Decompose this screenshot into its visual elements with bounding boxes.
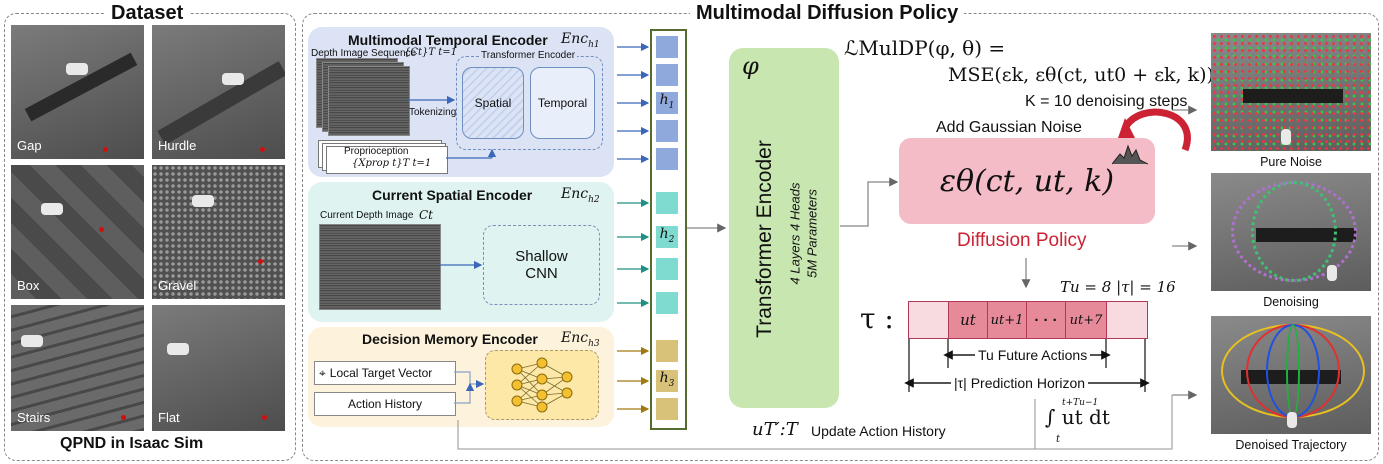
token-h1: h1 bbox=[656, 92, 678, 114]
action-history-label: Action History bbox=[347, 397, 423, 411]
integral-lower-limit: t bbox=[1056, 434, 1061, 445]
integral-upper-limit: t+Tu−1 bbox=[1062, 398, 1099, 408]
terrain-label-stairs: Stairs bbox=[17, 410, 51, 425]
output-label-denoising: Denoising bbox=[1263, 295, 1319, 309]
spatial-block: Spatial bbox=[462, 67, 524, 139]
phi-symbol: φ bbox=[742, 52, 759, 80]
terrain-label-hurdle: Hurdle bbox=[158, 138, 197, 153]
tau-pad-left bbox=[908, 301, 950, 339]
gaussian-noise-label: Add Gaussian Noise bbox=[936, 119, 1082, 136]
token-h2: h2 bbox=[656, 226, 678, 248]
tau-symbol: τ : bbox=[860, 302, 894, 335]
depth-sequence-frame-1 bbox=[328, 66, 410, 136]
proprio-symbol: {Xprop t}T t=1 bbox=[352, 158, 432, 169]
spatial-enc-symbol: Ench2 bbox=[561, 186, 600, 205]
denoising-steps-label: K = 10 denoising steps bbox=[1025, 93, 1188, 110]
terrain-stairs-image: Stairs bbox=[11, 305, 144, 431]
token-gold-1 bbox=[656, 340, 678, 362]
token-blue-3 bbox=[656, 120, 678, 142]
policy-title: Multimodal Diffusion Policy bbox=[690, 2, 965, 25]
dataset-title: Dataset bbox=[105, 2, 190, 25]
token-teal-3 bbox=[656, 292, 678, 314]
token-gold-2 bbox=[656, 398, 678, 420]
diffusion-model-block: εθ(ct, ut, k) bbox=[899, 138, 1155, 224]
depth-sequence-label: Depth Image Sequence bbox=[311, 48, 417, 59]
noise-distribution-icon bbox=[1112, 144, 1148, 165]
shallow-cnn-block: Shallow CNN bbox=[483, 225, 600, 305]
denoising-image bbox=[1211, 173, 1371, 291]
tau-cell-dots: · · · bbox=[1026, 301, 1066, 339]
location-pin-icon: ⌖ bbox=[319, 365, 326, 380]
dataset-caption: QPND in Isaac Sim bbox=[60, 435, 204, 452]
transformer-title: Transformer Encoder bbox=[753, 140, 776, 338]
token-blue-2 bbox=[656, 64, 678, 86]
transformer-sub2: 5M Parameters bbox=[804, 189, 820, 278]
shallow-cnn-line1: Shallow bbox=[515, 248, 568, 265]
diffusion-formula: εθ(ct, ut, k) bbox=[939, 163, 1115, 199]
diffusion-policy-label: Diffusion Policy bbox=[957, 230, 1087, 251]
terrain-gravel-image: Gravel bbox=[152, 165, 285, 299]
transformer-sub1: 4 Layers 4 Heads bbox=[787, 182, 803, 285]
transformer-encoder-block bbox=[729, 48, 839, 408]
output-label-denoised-trajectory: Denoised Trajectory bbox=[1235, 438, 1347, 452]
integral-expression: ∫ ut dt bbox=[1045, 405, 1110, 429]
terrain-label-gravel: Gravel bbox=[158, 278, 197, 293]
temporal-encoder-title: Multimodal Temporal Encoder bbox=[348, 32, 548, 48]
output-label-pure-noise: Pure Noise bbox=[1260, 155, 1322, 169]
tau-params: Tu = 8 |τ| = 16 bbox=[1060, 278, 1176, 296]
action-history-box: Action History bbox=[314, 392, 456, 416]
loss-line1: ℒMulDP(φ, θ) = bbox=[844, 36, 1006, 60]
depth-sequence-symbol: {Ct}T t=1 bbox=[404, 47, 458, 58]
spatial-encoder-title: Current Spatial Encoder bbox=[372, 187, 533, 203]
token-teal-1 bbox=[656, 192, 678, 214]
token-teal-2 bbox=[656, 258, 678, 280]
proprio-box bbox=[326, 146, 448, 174]
transformer-encoder-label: Transformer Encoder bbox=[479, 50, 578, 61]
temporal-enc-symbol: Ench1 bbox=[561, 31, 600, 50]
update-history-symbol: uT′:T bbox=[752, 419, 798, 440]
current-depth-symbol: Ct bbox=[419, 208, 434, 222]
terrain-label-box: Box bbox=[17, 278, 40, 293]
pure-noise-image bbox=[1211, 33, 1371, 151]
proprio-label: Proprioception bbox=[344, 146, 409, 157]
tokenizing-label: Tokenizing bbox=[409, 107, 457, 118]
memory-encoder-title: Decision Memory Encoder bbox=[362, 331, 538, 347]
tau-pad-right bbox=[1106, 301, 1148, 339]
neural-network-icon bbox=[511, 357, 573, 413]
terrain-label-gap: Gap bbox=[17, 138, 42, 153]
prediction-horizon-label: |τ| Prediction Horizon bbox=[951, 375, 1089, 391]
terrain-label-flat: Flat bbox=[158, 410, 180, 425]
update-history-label: Update Action History bbox=[811, 423, 946, 439]
loss-line2: MSE(εk, εθ(ct, ut0 + εk, k)) bbox=[948, 64, 1214, 86]
future-actions-label: Tu Future Actions bbox=[975, 347, 1091, 363]
terrain-hurdle-image: Hurdle bbox=[152, 25, 285, 159]
target-vector-label: Local Target Vector bbox=[329, 366, 433, 380]
denoised-trajectory-image bbox=[1211, 316, 1371, 434]
token-blue-1 bbox=[656, 36, 678, 58]
current-depth-image bbox=[319, 224, 441, 310]
shallow-cnn-line2: CNN bbox=[525, 265, 558, 282]
target-vector-box: ⌖ Local Target Vector bbox=[314, 361, 456, 385]
token-blue-4 bbox=[656, 148, 678, 170]
tau-cell-ut: ut bbox=[948, 301, 988, 339]
terrain-flat-image: Flat bbox=[152, 305, 285, 431]
loop-arrow-icon bbox=[1121, 108, 1191, 152]
terrain-gap-image: Gap bbox=[11, 25, 144, 159]
tau-cell-ut7: ut+7 bbox=[1065, 301, 1107, 339]
current-depth-label: Current Depth Image bbox=[320, 210, 414, 221]
temporal-block: Temporal bbox=[530, 67, 595, 139]
tau-cell-ut1: ut+1 bbox=[987, 301, 1027, 339]
token-h3: h3 bbox=[656, 370, 678, 392]
mlp-network-block bbox=[485, 350, 599, 420]
terrain-box-image: Box bbox=[11, 165, 144, 299]
memory-enc-symbol: Ench3 bbox=[561, 330, 600, 349]
